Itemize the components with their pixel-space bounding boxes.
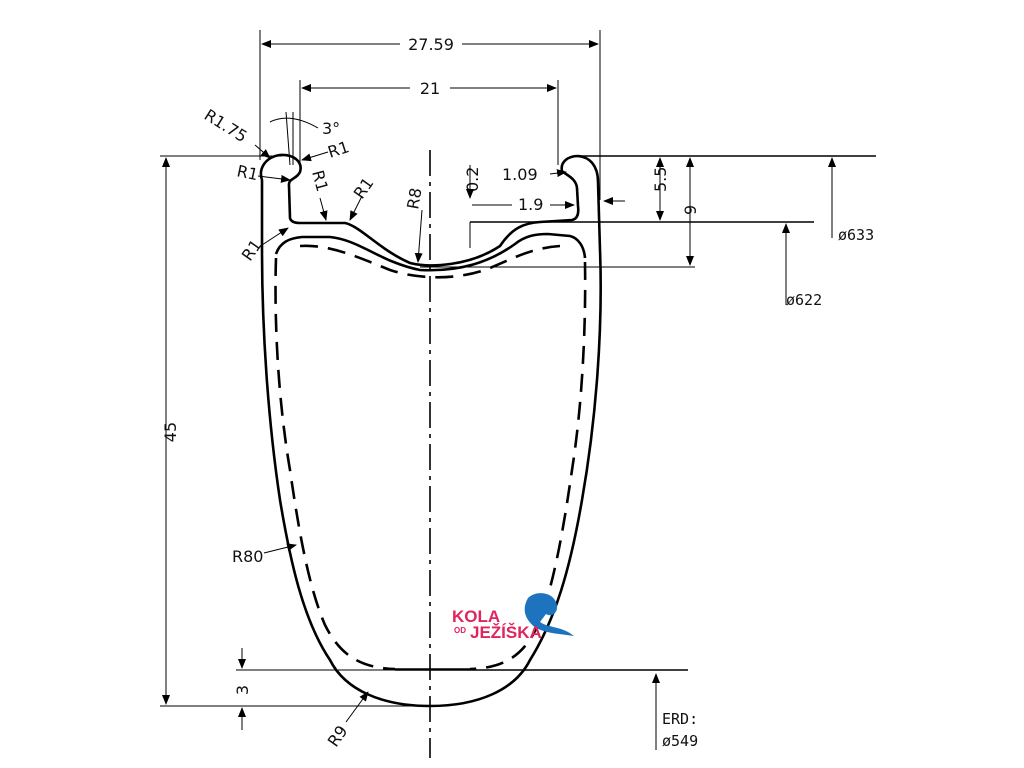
rim-inner-left-wall [274, 257, 396, 671]
rim-inner-right-wall [469, 261, 587, 671]
dim-r1-right: R1 [350, 174, 378, 202]
diameter-622: ø622 [786, 291, 822, 309]
svg-text:KOLA: KOLA [452, 607, 500, 626]
diameter-633: ø633 [838, 226, 874, 244]
dim-height: 45 [161, 422, 180, 442]
dim-outer-width: 27.59 [408, 35, 454, 54]
dim-r1-mid: R1 [308, 168, 332, 193]
dim-bead-offset: 0.2 [463, 167, 482, 192]
dim-hook-w1: 1.09 [502, 165, 538, 184]
brand-logo: KOLA OD JEŽÍŠKA [452, 593, 574, 642]
dim-r175: R1.75 [201, 105, 251, 146]
erd-label: ERD: [662, 710, 698, 728]
dim-r8: R8 [403, 186, 425, 210]
dim-r1-top: R1 [325, 137, 351, 162]
svg-text:JEŽÍŠKA: JEŽÍŠKA [470, 623, 542, 642]
dim-r80: R80 [232, 547, 263, 566]
dim-r9: R9 [324, 722, 352, 750]
erd-value: ø549 [662, 732, 698, 750]
dim-inner-width: 21 [420, 79, 440, 98]
dim-r1-left: R1 [235, 161, 260, 184]
dim-hook-w2: 1.9 [518, 195, 543, 214]
dim-base-h: 3 [233, 685, 252, 695]
svg-text:OD: OD [454, 626, 466, 635]
cyclist-icon [524, 593, 574, 636]
rim-inner-top [274, 232, 587, 272]
dim-angle: 3° [322, 119, 340, 138]
rim-inner-bed-dash [299, 244, 561, 279]
dim-hook-h: 5.5 [651, 167, 670, 192]
dim-bed-h: 9 [681, 205, 700, 215]
